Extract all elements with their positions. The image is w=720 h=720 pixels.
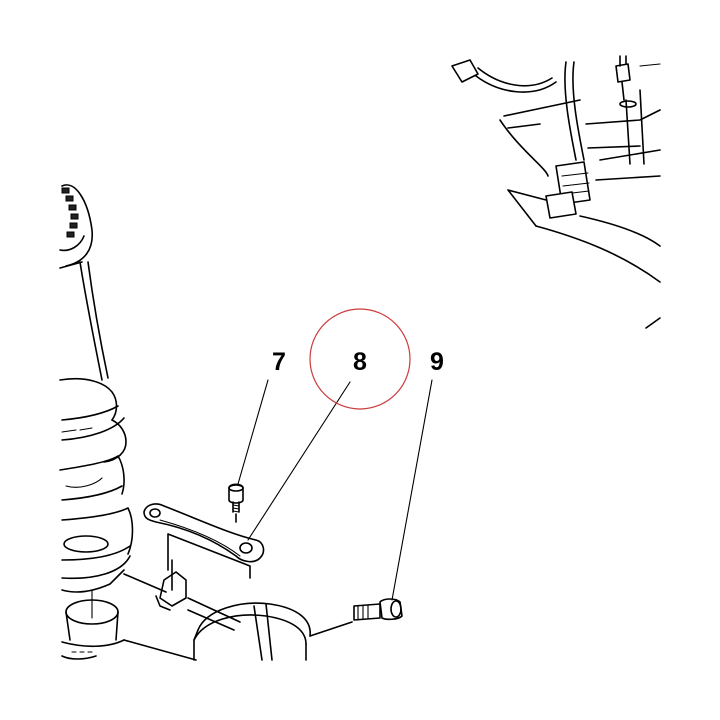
callout-9: 9 <box>430 348 444 376</box>
highlight-circle-8 <box>309 308 411 410</box>
leader-9 <box>391 379 433 601</box>
leader-8 <box>247 381 351 541</box>
clamp-ring <box>193 602 353 661</box>
steering-column-assembly <box>59 184 251 661</box>
leader-lines <box>237 379 433 601</box>
leader-7 <box>237 379 269 485</box>
callout-8: 8 <box>353 348 367 376</box>
callout-7: 7 <box>272 348 286 376</box>
part-7-screw <box>228 483 244 523</box>
part-9-bolt <box>353 598 403 621</box>
part-8-bracket <box>143 503 265 563</box>
wiring-harness-assembly <box>451 55 661 329</box>
